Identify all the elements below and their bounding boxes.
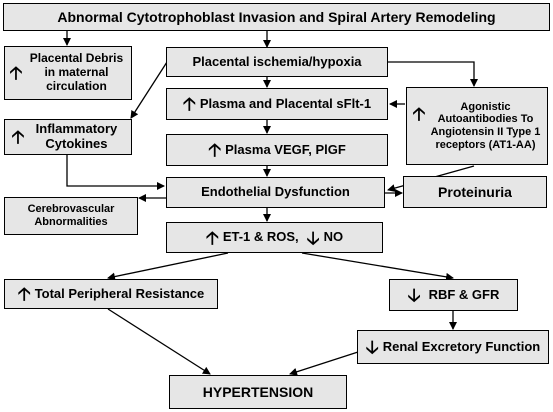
up-arrow-icon: 🡡 [205, 227, 219, 248]
up-arrow-icon: 🡡 [182, 94, 196, 114]
node-sflt1: 🡡 Plasma and Placental sFlt-1 [166, 88, 388, 120]
up-arrow-icon: 🡡 [412, 103, 426, 124]
edge-ischemia-inflammatory [130, 61, 168, 119]
edge-et1-tpr [107, 252, 229, 281]
node-agonistic-text: Agonistic Autoantibodies To Angiotensin … [430, 100, 541, 151]
node-et1-ros-no: 🡡 ET-1 & ROS, 🡣 NO [166, 222, 383, 253]
down-arrow-icon: 🡣 [306, 227, 320, 248]
node-inflammatory-text: Inflammatory Cytokines [35, 121, 118, 151]
node-proteinuria: Proteinuria [403, 176, 547, 208]
node-et1-text-a: ET-1 & ROS, [222, 229, 299, 245]
node-hypertension-text: HYPERTENSION [202, 383, 314, 400]
edge-tpr-hypertension [107, 308, 211, 375]
up-arrow-icon: 🡡 [208, 140, 222, 160]
node-renal-excretory-function: 🡣 Renal Excretory Function [357, 330, 549, 364]
node-total-peripheral-resistance: 🡡 Total Peripheral Resistance [4, 279, 218, 309]
node-hypertension: HYPERTENSION [169, 375, 347, 409]
node-cerebrovascular-text: Cerebrovascular Abnormalities [27, 203, 115, 228]
node-tpr-text: Total Peripheral Resistance [34, 285, 205, 301]
edge-et1-rbf [301, 252, 454, 281]
up-arrow-icon: 🡡 [9, 62, 23, 83]
node-endothelial-text: Endothelial Dysfunction [201, 184, 350, 200]
down-arrow-icon: 🡣 [407, 285, 421, 305]
root-cause-title: Abnormal Cytotrophoblast Invasion and Sp… [3, 3, 550, 31]
up-arrow-icon: 🡡 [17, 284, 31, 304]
node-placental-ischemia-text: Placental ischemia/hypoxia [192, 53, 362, 69]
node-agonistic-autoantibodies: 🡡 Agonistic Autoantibodies To Angiotensi… [406, 87, 548, 165]
edge-renal-hypertension [289, 351, 359, 376]
node-proteinuria-text: Proteinuria [438, 183, 512, 200]
node-plasma-vegf: 🡡 Plasma VEGF, PlGF [166, 134, 388, 166]
node-cerebrovascular: Cerebrovascular Abnormalities [4, 197, 138, 235]
node-inflammatory-cytokines: 🡡 Inflammatory Cytokines [4, 119, 132, 155]
root-cause-title-text: Abnormal Cytotrophoblast Invasion and Sp… [57, 8, 496, 25]
node-placental-ischemia: Placental ischemia/hypoxia [166, 47, 388, 77]
edge-ischemia-agonistic [388, 61, 478, 87]
node-rbf-gfr: 🡣 RBF & GFR [389, 279, 518, 311]
node-renal-text: Renal Excretory Function [382, 338, 541, 354]
down-arrow-icon: 🡣 [365, 337, 379, 357]
node-sflt1-text: Plasma and Placental sFlt-1 [199, 95, 372, 111]
node-placental-debris: 🡡 Placental Debris in maternal circulati… [4, 46, 132, 100]
up-arrow-icon: 🡡 [11, 127, 25, 147]
node-rbf-text: RBF & GFR [428, 286, 500, 302]
edge-inflammatory-endothelial [66, 155, 165, 190]
node-placental-debris-text: Placental Debris in maternal circulation [29, 51, 124, 93]
node-endothelial-dysfunction: Endothelial Dysfunction [166, 177, 385, 208]
node-vegf-text: Plasma VEGF, PlGF [225, 141, 346, 157]
node-et1-text-b: NO [323, 229, 344, 245]
